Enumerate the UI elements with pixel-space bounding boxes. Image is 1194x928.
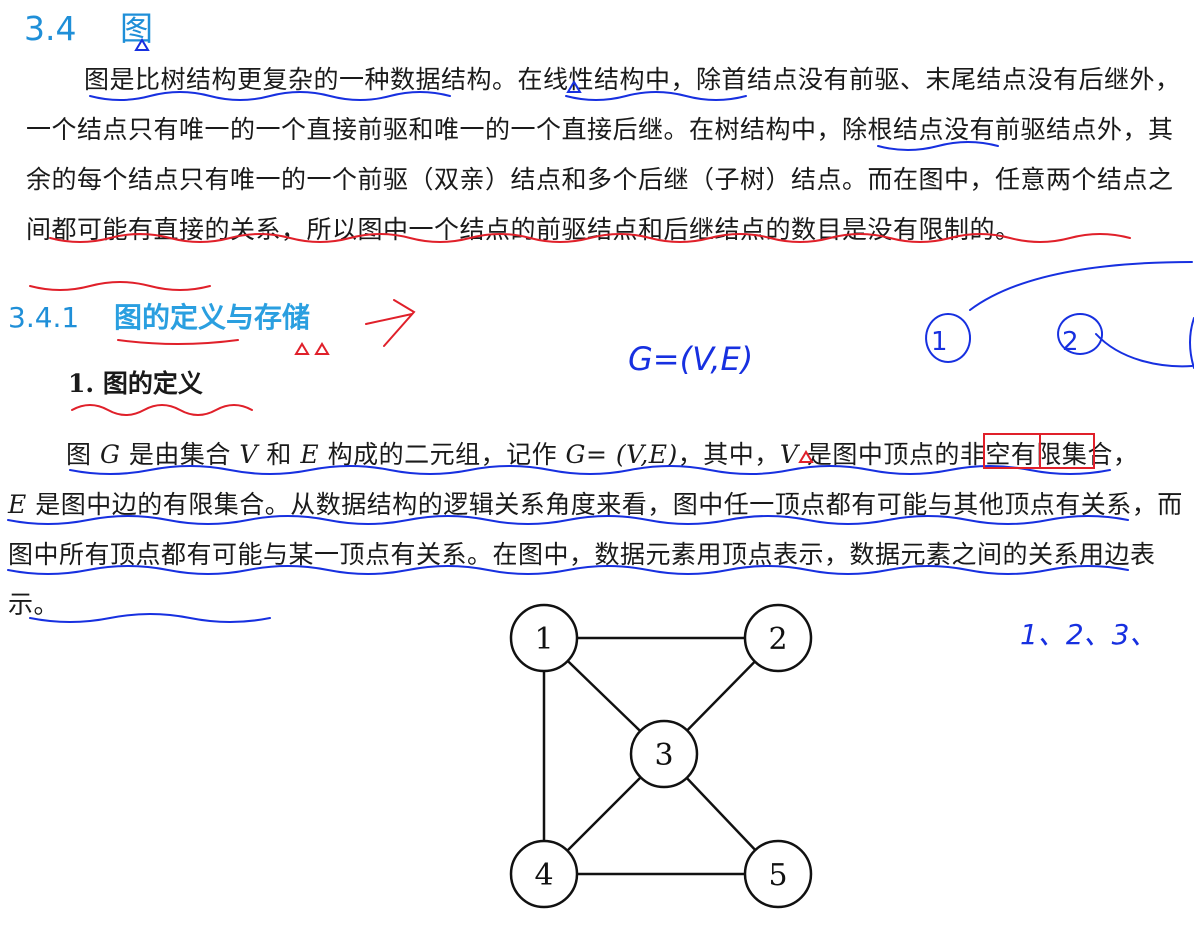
symbol-G: G [99,440,121,469]
def-text: 是图中顶点的非空有限集合， [806,440,1139,469]
def-text: 和 [266,440,292,469]
symbol-E: E [300,440,320,469]
def-text: 构成的二元组，记作 [327,440,558,469]
graph-vertex-label-2: 2 [768,622,787,657]
handwritten-circle-label: 1 [931,327,948,357]
item-number: 1. [68,369,95,398]
symbol-V: V [779,440,799,469]
graph-vertex-1 [509,603,579,673]
graph-vertex-5 [743,839,813,909]
intro-text: 图是比树结构更复杂的一种数据结构。在线性结构中，除首结点没有前驱、末尾结点没有后… [26,65,1181,244]
handwritten-formula: G=(V,E) [628,340,753,378]
formula: G= (V,E) [565,440,678,469]
graph-vertex-4 [509,839,579,909]
annotation-circle [925,313,972,363]
annotation-wave [117,339,239,345]
annotation-bracket [1189,317,1194,369]
annotation-curve [1095,333,1193,368]
graph-vertex-3 [629,719,699,789]
item-heading: 1. 图的定义 [68,364,203,400]
annotation-arrow [365,299,416,347]
subsection-number: 3.4.1 [8,301,80,334]
graph-vertex-label-4: 4 [534,858,553,893]
section-title: 图 [120,9,153,48]
annotation-circle [1057,313,1104,355]
subsection-title: 图的定义与存储 [114,301,311,334]
symbol-E: E [8,490,27,519]
subsection-heading: 3.4.1 图的定义与存储 [8,296,310,336]
annotation-wave [71,404,253,416]
def-text: 是图中边的有限集合。从数据结构的逻辑关系角度来看，图中任一顶点都有可能与其他顶点… [8,490,1183,619]
graph-figure: 1 2 3 4 5 [509,603,813,909]
graph-vertex-label-3: 3 [654,738,673,773]
handwritten-circle-label: 2 [1062,327,1079,357]
definition-paragraph: 图 G 是由集合 V 和 E 构成的二元组，记作 G= (V,E)，其中，V 是… [8,430,1188,630]
intro-paragraph: 图是比树结构更复杂的一种数据结构。在线性结构中，除首结点没有前驱、末尾结点没有后… [26,55,1186,255]
annotation-wave [29,281,211,291]
graph-vertex-label-5: 5 [768,858,787,893]
annotation-triangle [294,342,330,355]
symbol-V: V [239,440,258,469]
annotation-curve [969,261,1193,311]
section-heading: 3.4 图 [24,2,153,50]
graph-vertex-2 [743,603,813,673]
def-text: 图 [66,440,92,469]
def-text: ，其中， [677,440,780,469]
section-number: 3.4 [24,9,77,48]
def-text: 是由集合 [128,440,231,469]
item-title: 图的定义 [102,369,203,398]
graph-vertex-label-1: 1 [534,622,553,657]
